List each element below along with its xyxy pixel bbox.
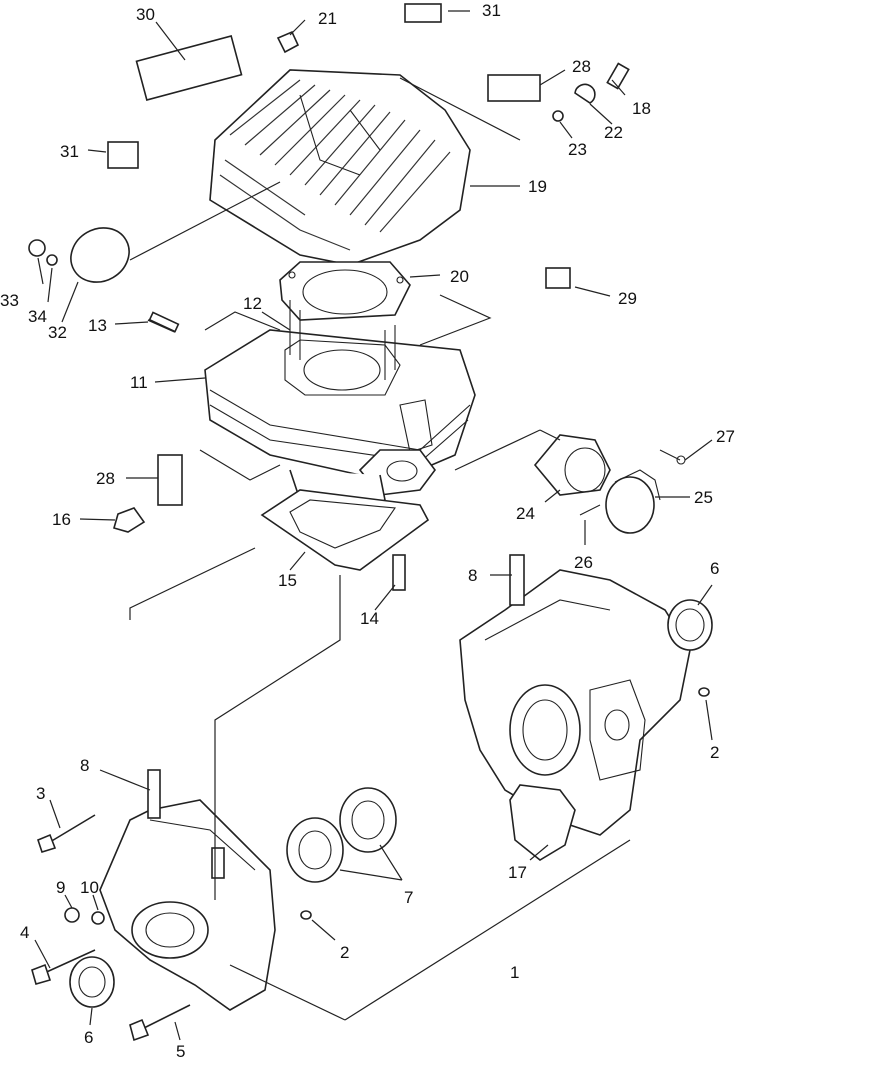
callout-14: 14	[360, 609, 379, 628]
callout-10: 10	[80, 878, 99, 897]
base-gasket	[260, 489, 430, 571]
callout-18: 18	[632, 99, 651, 118]
callout-31-left: 31	[60, 142, 79, 161]
upper-hardware	[28, 3, 630, 591]
callout-12: 12	[243, 294, 262, 313]
callout-27: 27	[716, 427, 735, 446]
intake-manifold	[533, 434, 686, 534]
main-bearings	[286, 787, 397, 883]
right-crankcase	[459, 554, 713, 861]
callout-7: 7	[404, 888, 413, 907]
callout-6-left: 6	[84, 1028, 93, 1047]
callout-26: 26	[574, 553, 593, 572]
cylinder-head	[209, 69, 471, 266]
callout-28-left: 28	[96, 469, 115, 488]
callout-6-right: 6	[710, 559, 719, 578]
assembly-lines	[129, 77, 631, 1021]
callout-30: 30	[136, 5, 155, 24]
callout-8-left: 8	[80, 756, 89, 775]
callout-2-left: 2	[340, 943, 349, 962]
callout-5: 5	[176, 1042, 185, 1061]
callout-17: 17	[508, 863, 527, 882]
callout-29: 29	[618, 289, 637, 308]
callout-34: 34	[28, 307, 47, 326]
left-crankcase	[69, 769, 312, 1011]
callout-11: 11	[130, 373, 148, 392]
head-gasket	[279, 261, 411, 321]
callout-24: 24	[516, 504, 535, 523]
callout-1: 1	[510, 963, 519, 982]
callout-23: 23	[568, 140, 587, 159]
callout-33: 33	[0, 291, 19, 310]
callout-32: 32	[48, 323, 67, 342]
callout-4: 4	[20, 923, 29, 942]
callout-19: 19	[528, 177, 547, 196]
callout-22: 22	[604, 123, 623, 142]
callout-28-top: 28	[572, 57, 591, 76]
callout-20: 20	[450, 267, 469, 286]
callout-16: 16	[52, 510, 71, 529]
callout-25: 25	[694, 488, 713, 507]
callout-3: 3	[36, 784, 45, 803]
callout-13: 13	[88, 316, 107, 335]
left-bolts	[31, 814, 191, 1042]
callout-leaders	[34, 10, 713, 1041]
callout-8-right: 8	[468, 566, 477, 585]
callout-2-right: 2	[710, 743, 719, 762]
callout-15: 15	[278, 571, 297, 590]
callout-21: 21	[318, 9, 337, 28]
cylinder	[204, 300, 476, 516]
callout-labels: 30 21 31 28 18 22 23 31 19 20 29 33 34 3…	[0, 1, 735, 1061]
callout-31-top: 31	[482, 1, 501, 20]
callout-9: 9	[56, 878, 65, 897]
